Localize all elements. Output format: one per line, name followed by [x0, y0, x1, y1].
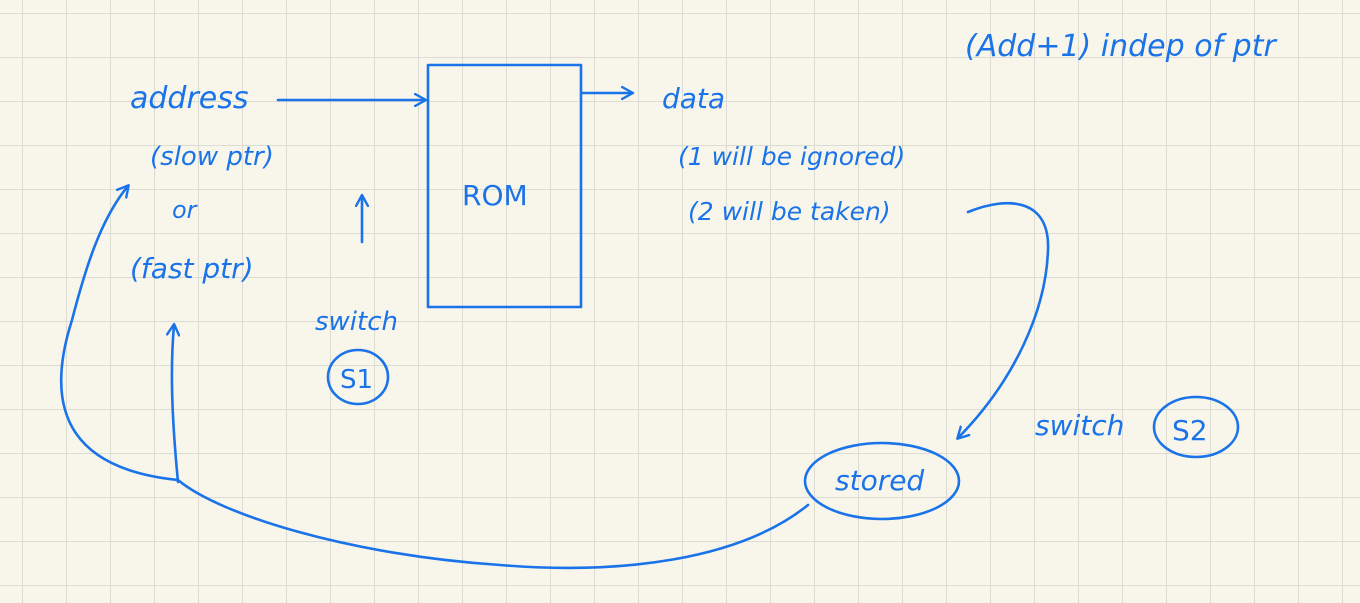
data-label: data: [662, 82, 725, 115]
top-note: (Add+1) indep of ptr: [965, 29, 1277, 64]
s1-circle: [326, 348, 390, 406]
s2-circle: [1152, 395, 1240, 459]
s1-label: S1: [340, 365, 373, 395]
stored-label: stored: [835, 464, 924, 497]
stored-ellipse: [803, 441, 961, 521]
switch-s2-label: switch: [1035, 409, 1124, 442]
slow-ptr-label: (slow ptr): [150, 142, 274, 172]
rom-box: [426, 63, 583, 309]
taken-to-stored-curve: [958, 201, 1050, 438]
address-label: address: [130, 81, 249, 116]
rom-label: ROM: [462, 179, 528, 212]
fast-ptr-label: (fast ptr): [130, 252, 254, 285]
ignored-label: (1 will be ignored): [678, 142, 905, 171]
s2-label: S2: [1172, 414, 1208, 447]
taken-label: (2 will be taken): [688, 197, 891, 226]
feedback-curve: [59, 186, 810, 570]
feedback-branch-fast-ptr: [172, 325, 178, 484]
switch-s1-label: switch: [315, 307, 398, 337]
or-label: or: [172, 196, 199, 224]
